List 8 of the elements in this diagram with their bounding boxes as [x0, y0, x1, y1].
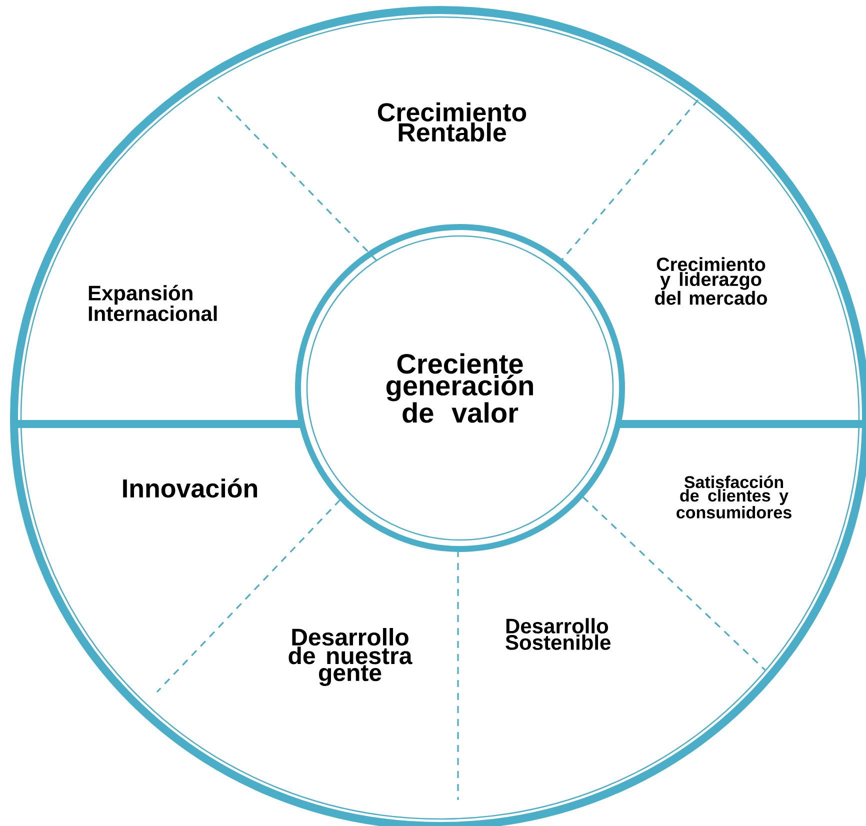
sector-label: Crecimiento y liderazgo del mercado	[655, 257, 768, 305]
sector-label: Innovación	[123, 478, 258, 498]
outer-ring	[10, 6, 866, 826]
sector-label: Crecimiento Rentable	[378, 102, 526, 142]
sector-label: Desarrollo Sostenible	[506, 618, 610, 650]
sector-label: Expansión Internacional	[88, 284, 217, 322]
sector-label: Desarrollo de nuestra gente	[288, 628, 412, 686]
sector-label: Satisfacción de clientes y consumidores	[676, 476, 792, 518]
